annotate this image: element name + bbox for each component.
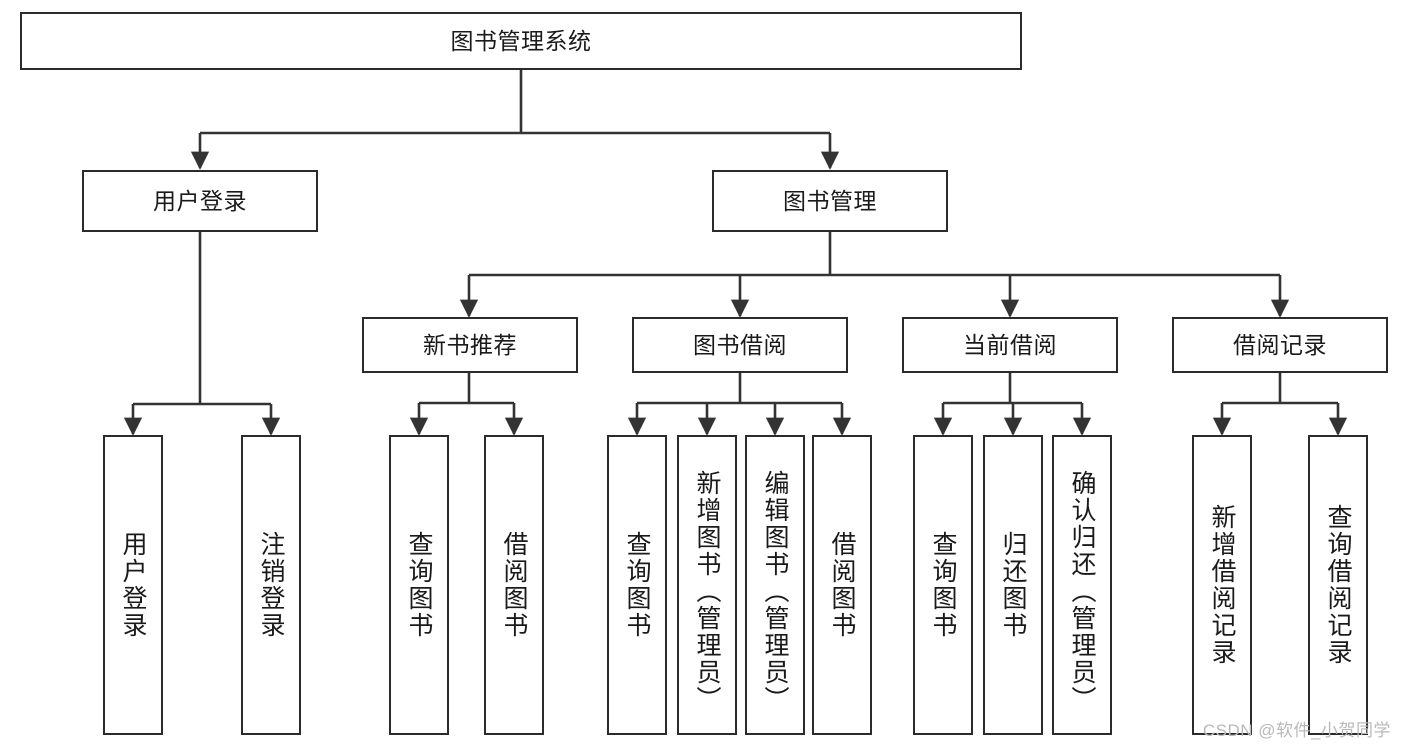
node-current-borrow[interactable]: 当前借阅	[902, 317, 1118, 373]
node-user-login[interactable]: 用户登录	[82, 170, 318, 232]
leaf-current-borrow-query[interactable]: 查询图书	[913, 435, 973, 735]
leaf-user-login-login-label: 用户登录	[119, 531, 147, 639]
leaf-current-borrow-return-label: 归还图书	[999, 531, 1027, 639]
node-user-login-label: 用户登录	[153, 187, 247, 214]
node-book-management[interactable]: 图书管理	[712, 170, 948, 232]
node-book-management-label: 图书管理	[783, 187, 877, 214]
node-root-system-label: 图书管理系统	[450, 27, 592, 54]
leaf-current-borrow-confirm-return[interactable]: 确认归还（管理员）	[1052, 435, 1112, 735]
leaf-book-borrow-query[interactable]: 查询图书	[607, 435, 667, 735]
leaf-book-borrow-add-label: 新增图书（管理员）	[693, 469, 721, 713]
csdn-watermark: CSDN @软件_小贺同学	[1202, 721, 1391, 740]
leaf-current-borrow-query-label: 查询图书	[929, 531, 957, 639]
leaf-current-borrow-return[interactable]: 归还图书	[983, 435, 1043, 735]
leaf-user-login-login[interactable]: 用户登录	[103, 435, 163, 735]
node-root-system[interactable]: 图书管理系统	[20, 12, 1022, 70]
leaf-book-borrow-edit-label: 编辑图书（管理员）	[761, 469, 789, 713]
leaf-book-borrow-borrow[interactable]: 借阅图书	[812, 435, 872, 735]
leaf-book-borrow-query-label: 查询图书	[623, 531, 651, 639]
leaf-borrow-record-add[interactable]: 新增借阅记录	[1192, 435, 1252, 735]
leaf-book-borrow-edit[interactable]: 编辑图书（管理员）	[745, 435, 805, 735]
node-current-borrow-label: 当前借阅	[963, 331, 1057, 358]
leaf-borrow-record-add-label: 新增借阅记录	[1208, 504, 1236, 666]
node-new-book-recommend[interactable]: 新书推荐	[362, 317, 578, 373]
leaf-current-borrow-confirm-return-label: 确认归还（管理员）	[1068, 469, 1096, 713]
leaf-new-book-query-label: 查询图书	[405, 531, 433, 639]
leaf-new-book-borrow[interactable]: 借阅图书	[484, 435, 544, 735]
node-new-book-recommend-label: 新书推荐	[423, 331, 517, 358]
leaf-book-borrow-add[interactable]: 新增图书（管理员）	[677, 435, 737, 735]
node-book-borrow[interactable]: 图书借阅	[632, 317, 848, 373]
leaf-new-book-query[interactable]: 查询图书	[389, 435, 449, 735]
node-borrow-record[interactable]: 借阅记录	[1172, 317, 1388, 373]
node-borrow-record-label: 借阅记录	[1233, 331, 1327, 358]
leaf-borrow-record-query-label: 查询借阅记录	[1324, 504, 1352, 666]
leaf-book-borrow-borrow-label: 借阅图书	[828, 531, 856, 639]
leaf-user-login-logout[interactable]: 注销登录	[241, 435, 301, 735]
node-book-borrow-label: 图书借阅	[693, 331, 787, 358]
leaf-borrow-record-query[interactable]: 查询借阅记录	[1308, 435, 1368, 735]
leaf-user-login-logout-label: 注销登录	[257, 531, 285, 639]
leaf-new-book-borrow-label: 借阅图书	[500, 531, 528, 639]
